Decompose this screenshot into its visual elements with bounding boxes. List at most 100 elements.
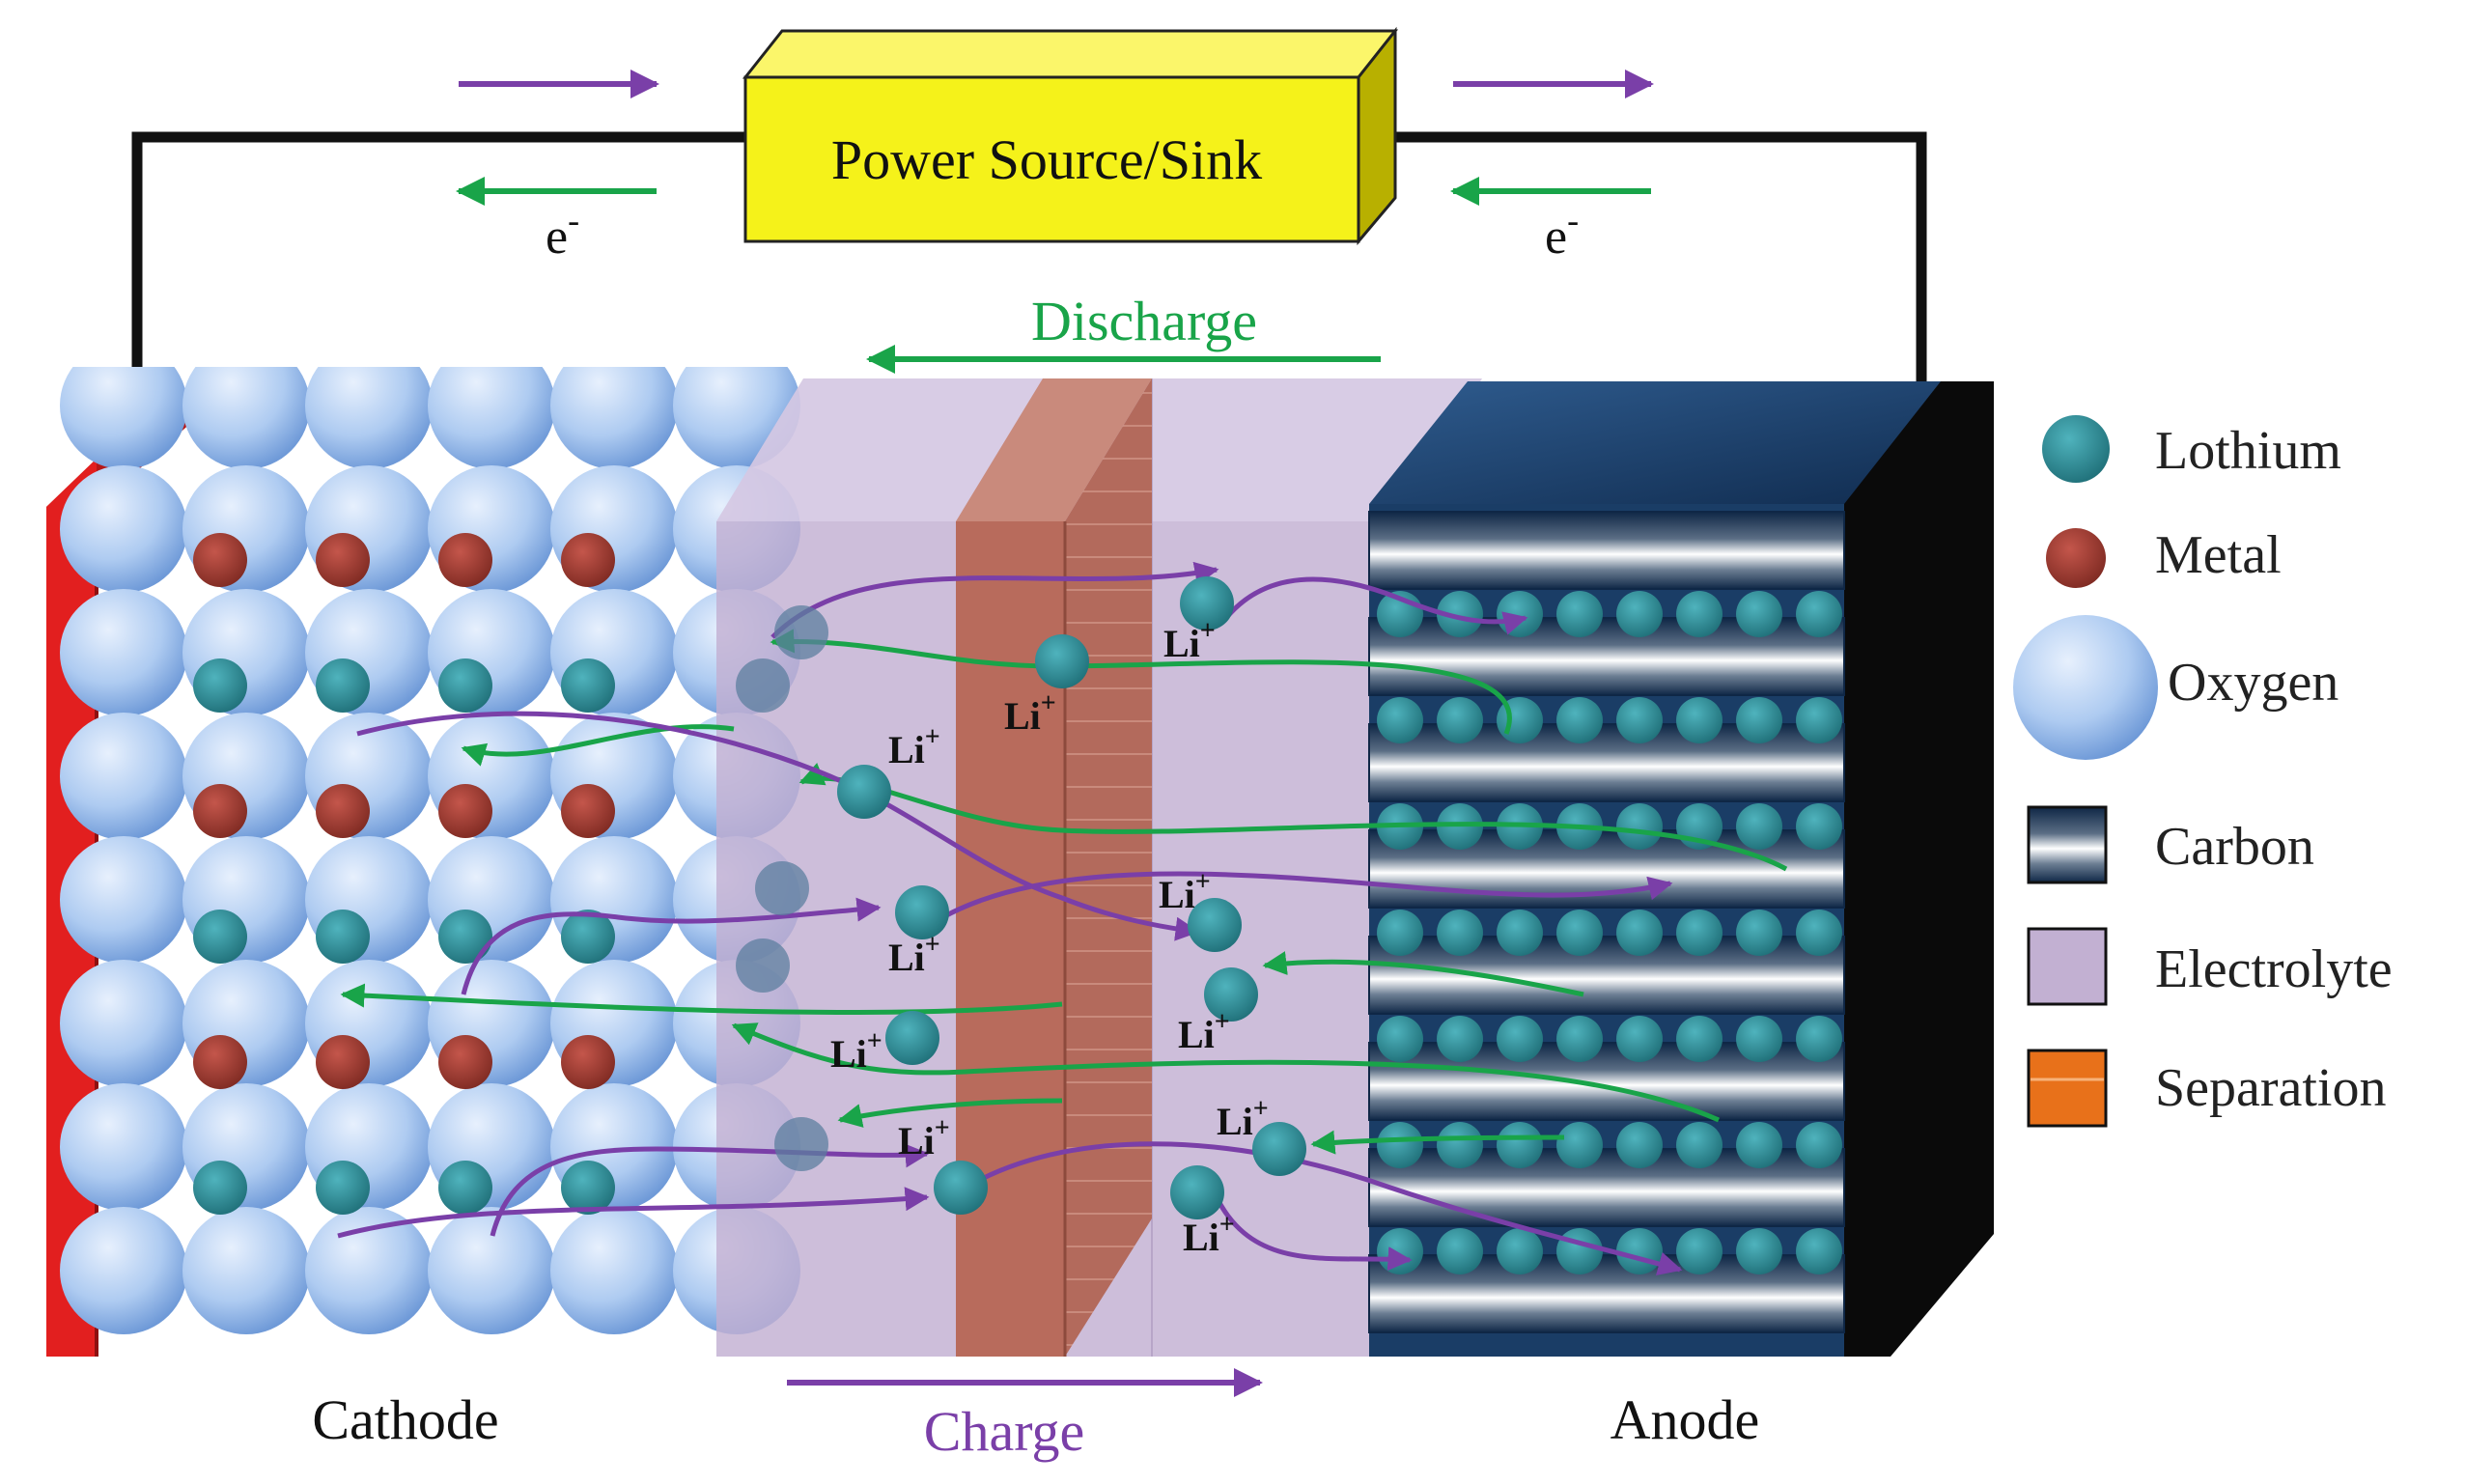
oxygen-atom xyxy=(60,367,187,469)
lithium-ion-label: Li+ xyxy=(1217,1094,1269,1143)
lithium-ion xyxy=(755,861,809,915)
lithium-atom xyxy=(1437,697,1483,743)
lithium-atom xyxy=(438,1161,492,1215)
lithium-atom xyxy=(1676,1016,1723,1062)
cathode-lattice xyxy=(60,367,800,1334)
oxygen-atom xyxy=(182,1207,310,1334)
electron-label-right: e- xyxy=(1545,201,1579,265)
oxygen-atom xyxy=(60,713,187,840)
oxygen-atom xyxy=(60,465,187,593)
lithium-atom xyxy=(316,910,370,964)
lithium-atom xyxy=(1796,910,1842,956)
lithium-ion xyxy=(1252,1122,1306,1176)
lithium-atom xyxy=(1616,1122,1663,1168)
lithium-atom xyxy=(1437,1016,1483,1062)
electrolyte-ions: Li+Li+Li+Li+Li+Li+Li+Li+Li+Li+ xyxy=(736,576,1306,1259)
charge-label: Charge xyxy=(924,1400,1084,1463)
oxygen-atom xyxy=(60,1207,187,1334)
anode-label: Anode xyxy=(1611,1388,1760,1451)
lithium-ion xyxy=(1188,898,1242,952)
legend-metal-swatch xyxy=(2046,528,2106,588)
power-source-box: Power Source/Sink xyxy=(742,26,1399,246)
lithium-ion xyxy=(736,658,790,713)
lithium-atom xyxy=(1676,1122,1723,1168)
metal-atom xyxy=(438,1035,492,1089)
metal-atom xyxy=(193,1035,247,1089)
lithium-atom xyxy=(1736,803,1782,850)
lithium-atom xyxy=(193,1161,247,1215)
lithium-ion-label: Li+ xyxy=(1159,867,1211,916)
lithium-atom xyxy=(1556,1016,1603,1062)
lithium-ion-label: Li+ xyxy=(1004,688,1056,738)
lithium-atom xyxy=(1676,697,1723,743)
metal-atom xyxy=(316,533,370,587)
legend-oxygen-label: Oxygen xyxy=(2168,653,2339,713)
lithium-atom xyxy=(1437,1228,1483,1274)
lithium-atom xyxy=(1437,591,1483,637)
legend-electrolyte-swatch xyxy=(2027,927,2108,1006)
carbon-layer xyxy=(1368,511,1845,590)
lithium-ion xyxy=(736,938,790,993)
lithium-atom xyxy=(316,1161,370,1215)
circuit-wire xyxy=(131,131,1927,454)
lithium-ion-label: Li+ xyxy=(888,722,940,771)
lithium-atom xyxy=(1556,591,1603,637)
oxygen-atom xyxy=(428,367,555,469)
oxygen-atom xyxy=(60,960,187,1087)
lithium-ion-label: Li+ xyxy=(1183,1210,1235,1259)
oxygen-atom xyxy=(60,1083,187,1211)
lithium-atom xyxy=(1796,697,1842,743)
lithium-ion xyxy=(1180,576,1234,630)
lithium-atom xyxy=(1556,1122,1603,1168)
lithium-atom xyxy=(1616,697,1663,743)
metal-atom xyxy=(316,1035,370,1089)
lithium-atom xyxy=(1676,1228,1723,1274)
lithium-atom xyxy=(1377,910,1423,956)
power-source-label: Power Source/Sink xyxy=(831,128,1262,191)
discharge-indicator: Discharge xyxy=(866,290,1381,374)
lithium-ion xyxy=(774,605,828,659)
lithium-atom xyxy=(1556,1228,1603,1274)
oxygen-atom xyxy=(182,367,310,469)
lithium-atom xyxy=(438,658,492,713)
lithium-atom xyxy=(1616,1016,1663,1062)
lithium-atom xyxy=(1377,697,1423,743)
discharge-label: Discharge xyxy=(1031,290,1257,352)
lithium-atom xyxy=(1497,910,1543,956)
oxygen-atom xyxy=(305,1207,433,1334)
lithium-ion xyxy=(1035,634,1089,688)
lithium-atom xyxy=(1437,1122,1483,1168)
electron-label-left: e- xyxy=(546,201,579,265)
lithium-atom xyxy=(1796,1122,1842,1168)
lithium-atom xyxy=(1437,910,1483,956)
legend-lithium-swatch xyxy=(2042,415,2110,483)
lithium-atom xyxy=(1736,591,1782,637)
lithium-atom xyxy=(1736,1228,1782,1274)
lithium-ion xyxy=(774,1117,828,1171)
lithium-atom xyxy=(438,910,492,964)
charge-indicator: Charge xyxy=(787,1368,1263,1463)
lithium-ion xyxy=(1204,967,1258,1022)
lithium-ion-label: Li+ xyxy=(898,1113,950,1162)
lithium-atom xyxy=(1616,803,1663,850)
legend-lithium-label: Lothium xyxy=(2155,421,2341,481)
electron-flow: e- e- xyxy=(456,70,1654,265)
lithium-atom xyxy=(1796,1016,1842,1062)
lithium-ion xyxy=(1170,1165,1224,1219)
metal-atom xyxy=(316,784,370,838)
separator-wall xyxy=(956,378,1152,1357)
lithium-ion xyxy=(885,1011,939,1065)
lithium-atom xyxy=(193,910,247,964)
lithium-atom xyxy=(1736,1122,1782,1168)
lithium-atom xyxy=(193,658,247,713)
lithium-atom xyxy=(561,1161,615,1215)
lithium-atom xyxy=(1497,1228,1543,1274)
lithium-atom xyxy=(1616,591,1663,637)
metal-atom xyxy=(438,784,492,838)
lithium-atom xyxy=(1736,1016,1782,1062)
lithium-ion-label: Li+ xyxy=(1163,616,1216,665)
lithium-atom xyxy=(1736,910,1782,956)
lithium-atom xyxy=(1796,1228,1842,1274)
